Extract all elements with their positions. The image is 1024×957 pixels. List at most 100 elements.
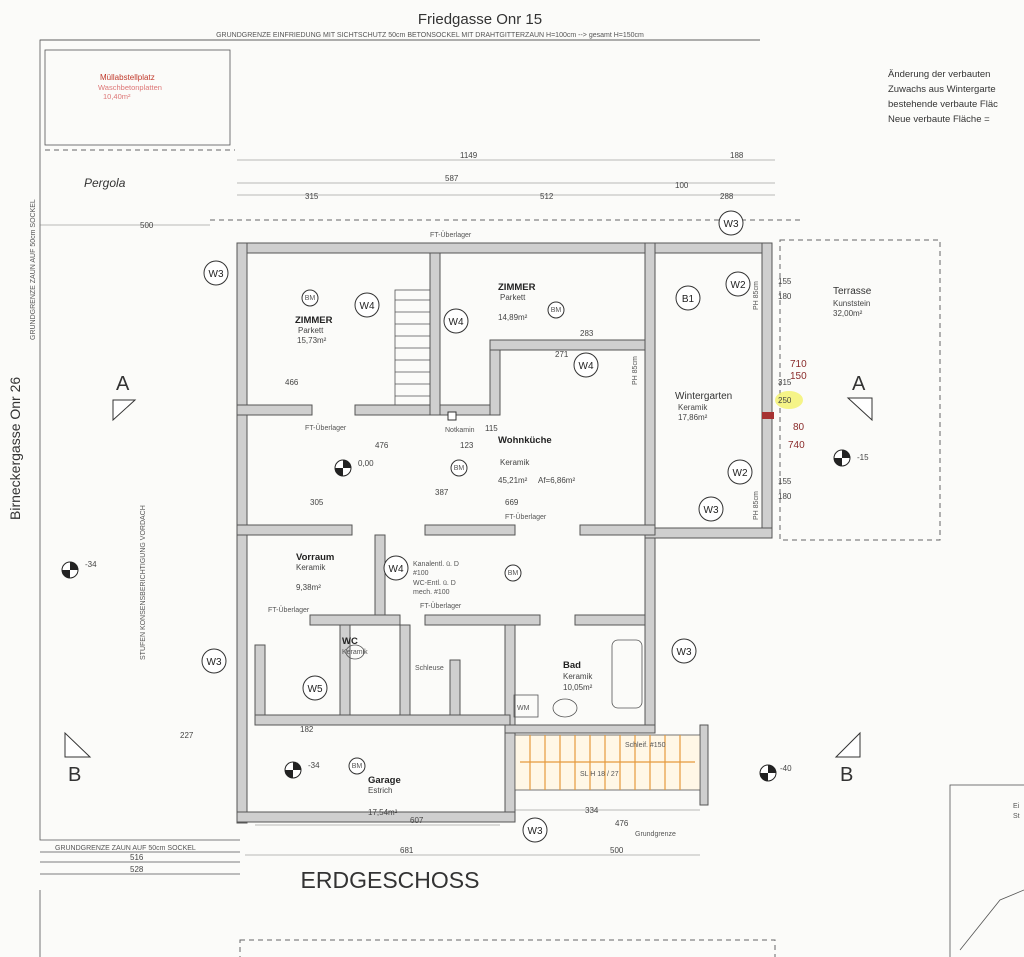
dim-669: 669 <box>505 498 519 507</box>
notkamin-box <box>447 411 457 421</box>
wohnkueche-floor: Keramik <box>500 458 530 467</box>
dim-115: 115 <box>485 424 498 433</box>
wall-type-w5: W5 <box>302 675 328 701</box>
dim-bot-528: 528 <box>130 865 144 874</box>
boundary-bottom-label: GRUNDGRENZE ZAUN AUF 50cm SOCKEL <box>55 845 196 852</box>
dim-top-total: 1149 <box>460 151 478 160</box>
dim-top-587: 587 <box>445 174 459 183</box>
wc-floor: Keramik <box>342 649 368 656</box>
zimmer1-area: 15,73m² <box>297 336 327 345</box>
svg-text:B1: B1 <box>682 294 695 305</box>
terrasse-floor: Kunststein <box>833 299 870 308</box>
muell-area <box>44 49 231 146</box>
pergola-label: Pergola <box>84 176 126 190</box>
wall-type-w3-4: W3 <box>201 648 227 674</box>
dim-271: 271 <box>555 350 569 359</box>
house-walls <box>236 242 773 824</box>
wall-type-w3-3: W3 <box>698 496 724 522</box>
terrasse-area: 32,00m² <box>833 309 863 318</box>
ft-ueberlager-5: FT-Überlager <box>420 602 462 610</box>
hand-740: 740 <box>788 440 805 451</box>
dim-180a: 180 <box>778 292 792 301</box>
svg-text:W3: W3 <box>724 219 739 230</box>
dim-bot-334: 334 <box>585 806 599 815</box>
garage-area: 17,54m² <box>368 808 398 817</box>
note-line-2: Zuwachs aus Wintergarte <box>888 84 996 95</box>
svg-text:BM: BM <box>305 295 316 302</box>
schleuse-name: Schleuse <box>415 665 444 672</box>
zimmer2-floor: Parkett <box>500 293 526 302</box>
zimmer2-name: ZIMMER <box>498 282 536 293</box>
dim-476: 476 <box>375 441 389 450</box>
ft-ueberlager-4: FT-Überlager <box>268 606 310 614</box>
wintergarten-name: Wintergarten <box>675 391 732 402</box>
zimmer2-area: 14,89m² <box>498 313 528 322</box>
dim-466: 466 <box>285 378 299 387</box>
boundary-left-label: GRUNDGRENZE ZAUN AUF 50cm SOCKEL <box>30 199 37 340</box>
bm-marker-1: BM <box>301 289 319 307</box>
dim-387: 387 <box>435 488 449 497</box>
kanal-label-2: #100 <box>413 570 429 577</box>
svg-text:W3: W3 <box>677 647 692 658</box>
level-marker-left: -34 <box>61 560 97 579</box>
svg-text:W3: W3 <box>528 826 543 837</box>
svg-text:BM: BM <box>352 763 363 770</box>
dim-155b: 155 <box>778 477 792 486</box>
terrasse-outline <box>779 239 941 541</box>
section-a-left: A <box>112 373 137 422</box>
garage-floor: Estrich <box>368 786 392 795</box>
toilet-wc <box>345 644 365 660</box>
svg-text:-15: -15 <box>857 453 869 462</box>
svg-text:-40: -40 <box>780 764 792 773</box>
right-partial-box <box>949 784 1024 957</box>
svg-text:BM: BM <box>508 570 519 577</box>
dim-bot-227: 227 <box>180 731 194 740</box>
dim-top-315: 315 <box>305 192 319 201</box>
right-box-text-2: St <box>1013 813 1020 820</box>
wintergarten-floor: Keramik <box>678 403 708 412</box>
wall-type-w3-1: W3 <box>718 210 744 236</box>
svg-text:A: A <box>852 373 866 395</box>
stair-inner <box>394 289 431 406</box>
dim-305: 305 <box>310 498 324 507</box>
svg-text:W4: W4 <box>389 564 404 575</box>
dim-bot-681: 681 <box>400 846 414 855</box>
section-b-left: B <box>64 731 92 786</box>
schleif-label: Schleif. #150 <box>625 742 666 749</box>
dim-top-right: 188 <box>730 151 744 160</box>
stairs-note: STUFEN KONSENSBERICHTIGUNG VORDACH <box>140 505 147 660</box>
wall-type-w4-4: W4 <box>383 555 409 581</box>
dim-top-512: 512 <box>540 192 554 201</box>
svg-text:W2: W2 <box>733 468 748 479</box>
washing-machine <box>513 694 539 718</box>
muell-sub: Waschbetonplatten <box>98 83 162 92</box>
vorraum-area: 9,38m² <box>296 583 321 592</box>
wall-type-w4-1: W4 <box>354 292 380 318</box>
ft-ueberlager-1: FT-Überlager <box>430 231 472 239</box>
wall-type-w2-1: W2 <box>725 271 751 297</box>
svg-text:BM: BM <box>454 465 465 472</box>
wohnkueche-af: Af=6,86m² <box>538 476 575 485</box>
stair-outer: SL H 18 / 27 Schleif. #150 <box>514 734 701 791</box>
svg-text:-34: -34 <box>85 560 97 569</box>
dim-315: 315 <box>778 378 792 387</box>
ft-ueberlager-2: FT-Überlager <box>305 424 347 432</box>
red-marker <box>762 412 774 419</box>
dim-283: 283 <box>580 329 594 338</box>
dim-155a: 155 <box>778 277 792 286</box>
hand-710: 710 <box>790 359 807 370</box>
bathtub <box>611 639 643 709</box>
vorraum-name: Vorraum <box>296 552 334 563</box>
kanal-label-1: Kanalentl. ü. D <box>413 561 459 568</box>
svg-text:BM: BM <box>551 307 562 314</box>
svg-text:W3: W3 <box>207 657 222 668</box>
section-b-right: B <box>834 731 861 786</box>
hand-80: 80 <box>793 422 805 433</box>
toilet-bad <box>552 698 578 718</box>
dim-bot-516: 516 <box>130 853 144 862</box>
wall-type-w4-2: W4 <box>443 308 469 334</box>
section-a-right: A <box>846 373 873 422</box>
terrasse-name: Terrasse <box>833 286 872 297</box>
svg-text:W4: W4 <box>360 301 375 312</box>
